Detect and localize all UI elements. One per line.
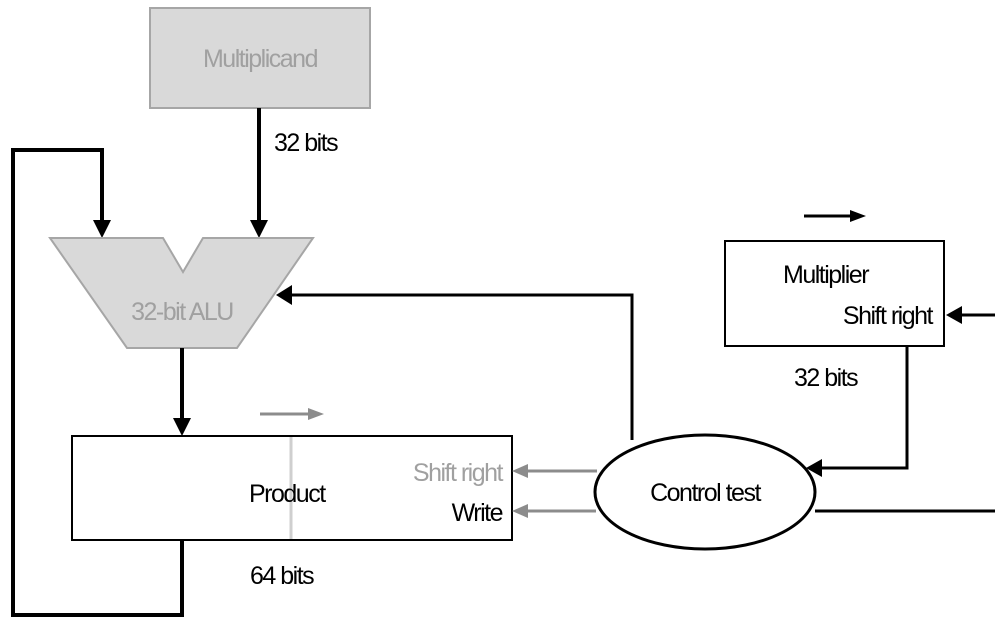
control-test-label: Control test <box>650 479 761 507</box>
alu-to-product-arrow <box>173 348 191 436</box>
product-feedback-loop <box>11 148 184 617</box>
control-to-product-write-arrow <box>512 504 596 518</box>
multiplier-width-label: 32 bits <box>794 364 858 392</box>
product-shift-right-label: Shift right <box>413 459 504 487</box>
multiplicand-label: Multiplicand <box>203 45 318 73</box>
alu-block: 32-bit ALU <box>48 237 315 349</box>
multiplier-label: Multiplier <box>783 261 869 289</box>
product-width-label: 64 bits <box>250 562 314 590</box>
product-register: Product Shift right Write <box>71 435 513 541</box>
multiplicand-register: Multiplicand <box>149 7 371 109</box>
alu-label: 32-bit ALU <box>131 298 233 326</box>
external-to-multiplier-arrow <box>946 306 995 324</box>
multiplier-shift-direction-arrow <box>804 210 866 222</box>
product-write-label: Write <box>452 499 503 527</box>
multiplier-register: Multiplier Shift right <box>724 240 945 347</box>
control-test-block: Control test <box>593 433 817 551</box>
multiplier-to-control-arrow <box>806 346 909 477</box>
control-to-product-shift-arrow <box>512 464 597 478</box>
product-shift-direction-arrow <box>260 408 324 420</box>
multiplicand-width-label: 32 bits <box>274 129 338 157</box>
multiplicand-to-alu-arrow <box>250 108 268 238</box>
product-label: Product <box>249 480 326 508</box>
control-to-alu-arrow <box>276 285 634 440</box>
multiplier-shift-right-label: Shift right <box>843 302 934 330</box>
